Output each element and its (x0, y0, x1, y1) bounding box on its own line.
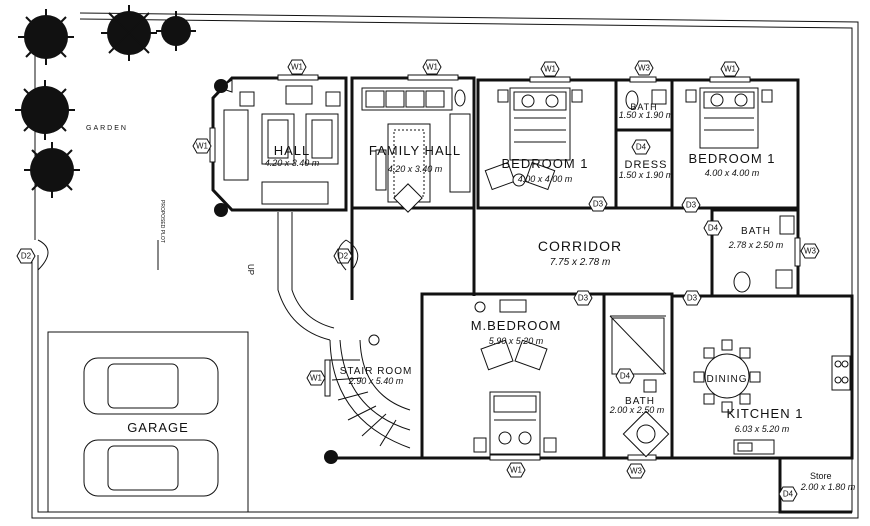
dress-label: DRESS (625, 159, 668, 171)
column-marker (214, 203, 228, 217)
top-bath-label: BATH (630, 102, 657, 112)
door-swings (37, 239, 359, 271)
tag-d3-kitchen: D3 (682, 290, 702, 306)
svg-text:W1: W1 (426, 63, 439, 72)
hall-dimensions: 4.20 x 3.40 m (265, 158, 320, 168)
tag-w3-bath-right: W3 (800, 243, 820, 259)
middle-bath-dimensions: 2.00 x 2.50 m (609, 405, 665, 415)
svg-text:D3: D3 (687, 294, 698, 303)
svg-text:W3: W3 (804, 247, 817, 256)
tag-d2-entry: D2 (333, 248, 353, 264)
tree-icon (24, 142, 80, 198)
svg-text:D4: D4 (783, 490, 794, 499)
family-hall-furniture (361, 87, 471, 213)
dining-label: DINING (707, 374, 748, 385)
master-bedroom-dimensions: 5.90 x 5.20 m (489, 336, 544, 346)
tag-w1-master-bottom: W1 (506, 462, 526, 478)
svg-text:W1: W1 (310, 374, 323, 383)
tag-d2-left: D2 (16, 248, 36, 264)
hall-label: HALL (274, 143, 311, 158)
svg-text:D3: D3 (686, 201, 697, 210)
bedroom1-furniture (484, 87, 583, 191)
bedroom2-label: BEDROOM 1 (688, 151, 775, 166)
tag-d3-bedroom2: D3 (681, 197, 701, 213)
tag-d4-store: D4 (778, 486, 798, 502)
tag-d3-bedroom1: D3 (588, 196, 608, 212)
garage-label: GARAGE (127, 420, 189, 435)
svg-text:D4: D4 (708, 224, 719, 233)
windows (209, 74, 801, 461)
family-hall-label: FAMILY HALL (369, 143, 461, 158)
svg-text:W1: W1 (291, 63, 304, 72)
bedroom2-furniture (685, 87, 773, 149)
middle-bath-label: BATH (625, 396, 655, 407)
svg-text:D3: D3 (578, 294, 589, 303)
plot-note: PROPOSED PLOT (159, 200, 165, 243)
tag-d3-master: D3 (573, 290, 593, 306)
top-bath-fixtures (625, 89, 667, 110)
tag-w3-bath-bottom: W3 (626, 463, 646, 479)
svg-text:W3: W3 (630, 467, 643, 476)
kitchen-label: KITCHEN 1 (727, 406, 804, 421)
bedroom1-label: BEDROOM 1 (501, 156, 588, 171)
tree-icon (15, 80, 75, 140)
right-bath-dimensions: 2.78 x 2.50 m (728, 240, 784, 250)
top-bath-dimensions: 1.50 x 1.90 m (619, 110, 674, 120)
svg-text:W1: W1 (544, 65, 557, 74)
tag-w1-bedroom2-top: W1 (720, 61, 740, 77)
corridor-dimensions: 7.75 x 2.78 m (550, 257, 611, 268)
right-bath-fixtures (733, 215, 795, 293)
tree-icon (156, 11, 196, 51)
tag-w1-bedroom1-top: W1 (540, 61, 560, 77)
dress-dimensions: 1.50 x 1.90 m (619, 170, 674, 180)
svg-text:W1: W1 (510, 466, 523, 475)
tag-w1-family-top: W1 (422, 59, 442, 75)
svg-text:W1: W1 (196, 142, 209, 151)
master-bedroom-furniture (473, 299, 557, 455)
tree-icon (18, 9, 74, 65)
kitchen-counter (733, 355, 851, 455)
stair-room-label: STAIR ROOM (340, 366, 413, 377)
corridor-label: CORRIDOR (538, 238, 622, 254)
store-label: Store (810, 471, 832, 481)
tag-w1-hall-left: W1 (192, 138, 212, 154)
svg-text:D4: D4 (620, 372, 631, 381)
tag-w1-hall-top: W1 (287, 59, 307, 75)
svg-text:D3: D3 (593, 200, 604, 209)
svg-text:D2: D2 (338, 252, 349, 261)
stair-room-dimensions: 2.90 x 5.40 m (348, 376, 404, 386)
up-label: UP (246, 264, 255, 275)
svg-text:W3: W3 (638, 64, 651, 73)
tag-d4-bath-right: D4 (703, 220, 723, 236)
tag-d4-dress: D4 (631, 139, 651, 155)
svg-text:D4: D4 (636, 143, 647, 152)
column-marker (214, 79, 228, 93)
garden-label: GARDEN (86, 125, 128, 132)
hall-furniture (218, 79, 341, 205)
garage (47, 331, 249, 512)
svg-text:D2: D2 (21, 252, 32, 261)
tree-icon (101, 5, 157, 61)
family-hall-dimensions: 4.20 x 3.40 m (388, 164, 443, 174)
store-dimensions: 2.00 x 1.80 m (800, 482, 856, 492)
tag-w3-bath-top: W3 (634, 60, 654, 76)
tag-w1-stair: W1 (306, 370, 326, 386)
bedroom1-dimensions: 4.00 x 4.00 m (518, 174, 573, 184)
right-bath-label: BATH (741, 226, 771, 237)
middle-bath-fixtures (622, 379, 670, 458)
svg-text:W1: W1 (724, 65, 737, 74)
tag-d4-bath-mid: D4 (615, 368, 635, 384)
master-bedroom-label: M.BEDROOM (471, 318, 562, 333)
kitchen-dimensions: 6.03 x 5.20 m (735, 424, 790, 434)
column-marker (324, 450, 338, 464)
dining-table (693, 339, 761, 413)
bedroom2-dimensions: 4.00 x 4.00 m (705, 168, 760, 178)
staircase (277, 212, 411, 449)
